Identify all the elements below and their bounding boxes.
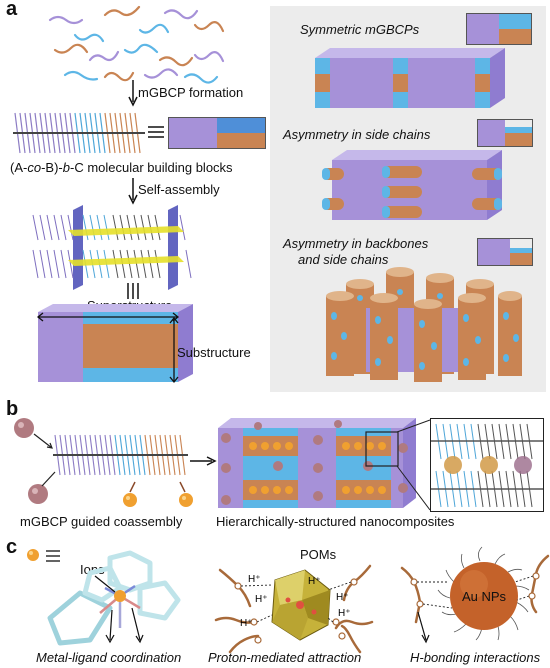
nanocomposite-block [218,418,416,508]
asym-back-schematic [477,238,533,266]
symmetric-schematic [466,13,532,45]
h-plus-label: H⁺ [240,618,253,629]
asym-side-schematic [477,119,533,147]
caption-proton: Proton-mediated attraction [208,650,362,665]
panel-letter-c: c [6,536,18,558]
polymer-chains-illustration [48,5,225,84]
caption-metal-ligand: Metal-ligand coordination [36,650,182,665]
panel-letter-a: a [6,0,18,20]
nanocomposites-caption: Hierarchically-structured nanocomposites [216,514,455,529]
zoom-inset [430,418,544,512]
coassembly-illustration [14,418,193,507]
h-plus-label: H⁺ [255,594,268,605]
substructure-label: Substructure [177,345,251,360]
au-nps-label: Au NPs [462,589,507,604]
asym-back-label-1: Asymmetry in backbones [283,236,429,251]
asym-side-label: Asymmetry in side chains [283,127,431,142]
block-schematic [168,117,266,149]
building-block-label: (A-co-B)-b-C molecular building blocks [10,160,233,175]
self-assembled-layers [32,205,192,290]
h-plus-label: H⁺ [308,576,321,587]
asym-back-label-2: and side chains [298,252,389,267]
bottlebrush-molecule [13,112,145,154]
self-assembly-label: Self-assembly [138,182,220,197]
poms-label: POMs [300,547,337,562]
lamellar-morphology [315,48,505,108]
h-plus-label: H⁺ [248,574,261,585]
cylinder-morphology [322,150,502,220]
symmetric-label: Symmetric mGBCPs [300,22,420,37]
pillar-morphology [326,267,522,382]
metal-ligand-illustration [47,550,181,646]
arrow-right-icon [190,456,217,466]
panel-letter-b: b [6,398,19,420]
h-plus-label: H⁺ [338,608,351,619]
h-plus-label: H⁺ [336,592,349,603]
arrow-down-icon [128,80,138,107]
equivalent-icon [127,283,139,299]
equivalent-icon [148,126,164,138]
pom-illustration: H⁺ H⁺ H⁺ H⁺ H⁺ H⁺ [214,564,374,654]
au-nanoparticle-illustration: Au NPs [400,546,550,644]
coassembly-caption: mGBCP guided coassembly [20,514,183,529]
mgbcp-formation-label: mGBCP formation [138,85,244,100]
arrow-down-icon [128,178,138,205]
caption-h-bonding: H-bonding interactions [410,650,541,665]
zoom-connector [396,419,431,511]
ion-legend [27,549,60,562]
superstructure-block [36,304,193,384]
